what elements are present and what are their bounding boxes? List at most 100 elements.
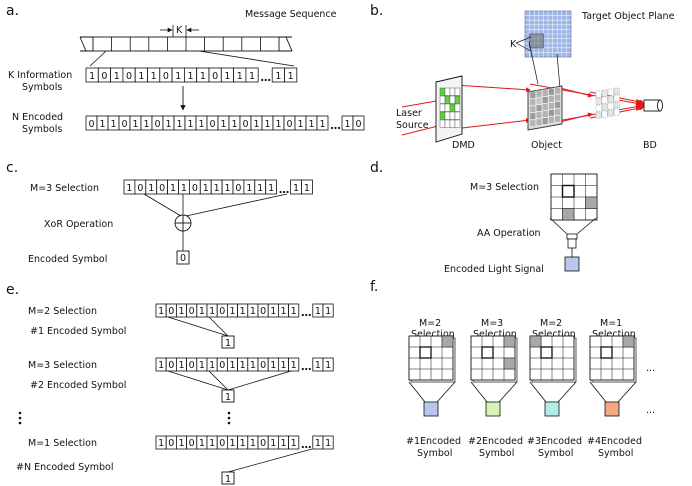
tail-bit-value: 1 [325, 306, 331, 317]
bit-value: 0 [168, 306, 174, 317]
bit-value: 0 [209, 119, 215, 130]
bit-value: 1 [280, 306, 286, 317]
bit-value: 1 [270, 438, 276, 449]
bit-value: 1 [237, 71, 243, 82]
bit-value: 1 [270, 306, 276, 317]
dmd-device [435, 75, 463, 143]
bit-value: 1 [143, 119, 149, 130]
bit-value: 0 [286, 119, 292, 130]
tail-bit-value: 1 [275, 71, 281, 82]
e-encoded-label: #2 Encoded Symbol [30, 380, 126, 391]
bit-value: 0 [219, 438, 225, 449]
bit-value: 1 [188, 71, 194, 82]
bit-value: 1 [229, 360, 235, 371]
f-caption-2: Symbol [538, 448, 573, 459]
bit-value: 1 [209, 360, 215, 371]
f-caption-2: Symbol [598, 448, 633, 459]
panel-e-letter: e. [6, 282, 19, 298]
n-encoded-label-1: N Encoded [12, 112, 63, 123]
bit-value: 0 [168, 438, 174, 449]
bit-value: 0 [159, 183, 165, 194]
message-sequence-bar [79, 36, 293, 52]
bit-value: 1 [250, 360, 256, 371]
bit-value: 1 [240, 306, 246, 317]
f-selection-label-1: M=2 [419, 318, 441, 329]
f-caption-1: #2Encoded [468, 436, 523, 447]
bit-value: 1 [224, 71, 230, 82]
projected-grid [595, 87, 620, 119]
d-signal-label: Encoded Light Signal [444, 264, 544, 275]
bit-value: 1 [264, 119, 270, 130]
bit-value: 1 [225, 183, 231, 194]
f-selection-label-1: M=1 [600, 318, 622, 329]
bit-value: 0 [219, 360, 225, 371]
bit-value: 1 [158, 360, 164, 371]
bit-value: 1 [209, 306, 215, 317]
e-encoded-result: 1 [225, 392, 231, 403]
f-selection-label-2: Selection [411, 329, 455, 340]
d-selection-label: M=3 Selection [470, 182, 539, 193]
f-encoded-light [604, 401, 620, 417]
bit-value: 0 [192, 183, 198, 194]
xor-symbol [174, 214, 192, 232]
f-encoded-light [544, 401, 560, 417]
bit-value: 0 [189, 306, 195, 317]
f-ellipsis-1: ··· [646, 366, 655, 377]
bit-value: 1 [240, 360, 246, 371]
f-encoded-light [485, 401, 501, 417]
e-encoded-label: #1 Encoded Symbol [30, 326, 126, 337]
bit-value: 1 [110, 119, 116, 130]
bit-value: 1 [308, 119, 314, 130]
laser-source-label-1: Laser [396, 108, 422, 119]
tail-bit-value: 1 [325, 438, 331, 449]
bit-value: 0 [101, 71, 107, 82]
xor-operation-label: XoR Operation [44, 219, 113, 230]
dmd-label: DMD [452, 140, 475, 151]
bit-value: 0 [137, 183, 143, 194]
bit-value: 0 [88, 119, 94, 130]
bit-value: 0 [260, 438, 266, 449]
f-ellipsis-2: ··· [646, 408, 655, 419]
object-label: Object [531, 140, 562, 151]
bit-value: 1 [199, 360, 205, 371]
bit-value: 1 [151, 71, 157, 82]
bit-value: 1 [199, 438, 205, 449]
bit-value: 1 [199, 306, 205, 317]
bit-value: 1 [268, 183, 274, 194]
d-selection-grid [550, 173, 598, 221]
bit-value: 0 [189, 438, 195, 449]
bit-value: 0 [189, 360, 195, 371]
bit-value: 1 [114, 71, 120, 82]
panel-b-letter: b. [370, 3, 383, 19]
bit-value: 1 [246, 183, 252, 194]
bit-value: 0 [154, 119, 160, 130]
bit-value: 1 [170, 183, 176, 194]
tail-bit-value: 0 [355, 119, 361, 130]
tail-bit-value: 1 [304, 183, 310, 194]
f-selection-label-1: M=3 [481, 318, 503, 329]
bit-value: 1 [291, 360, 297, 371]
bit-value: 0 [260, 360, 266, 371]
f-selection-label-2: Selection [592, 329, 636, 340]
bit-value: 1 [158, 306, 164, 317]
bit-value: 1 [270, 360, 276, 371]
e-encoded-result: 1 [225, 338, 231, 349]
vertical-ellipsis-icon [18, 411, 231, 425]
bit-value: 1 [280, 360, 286, 371]
k-marker: K [176, 25, 183, 36]
tail-bit-value: 1 [315, 306, 321, 317]
bit-value: 0 [168, 360, 174, 371]
bit-value: 1 [214, 183, 220, 194]
f-caption-2: Symbol [479, 448, 514, 459]
